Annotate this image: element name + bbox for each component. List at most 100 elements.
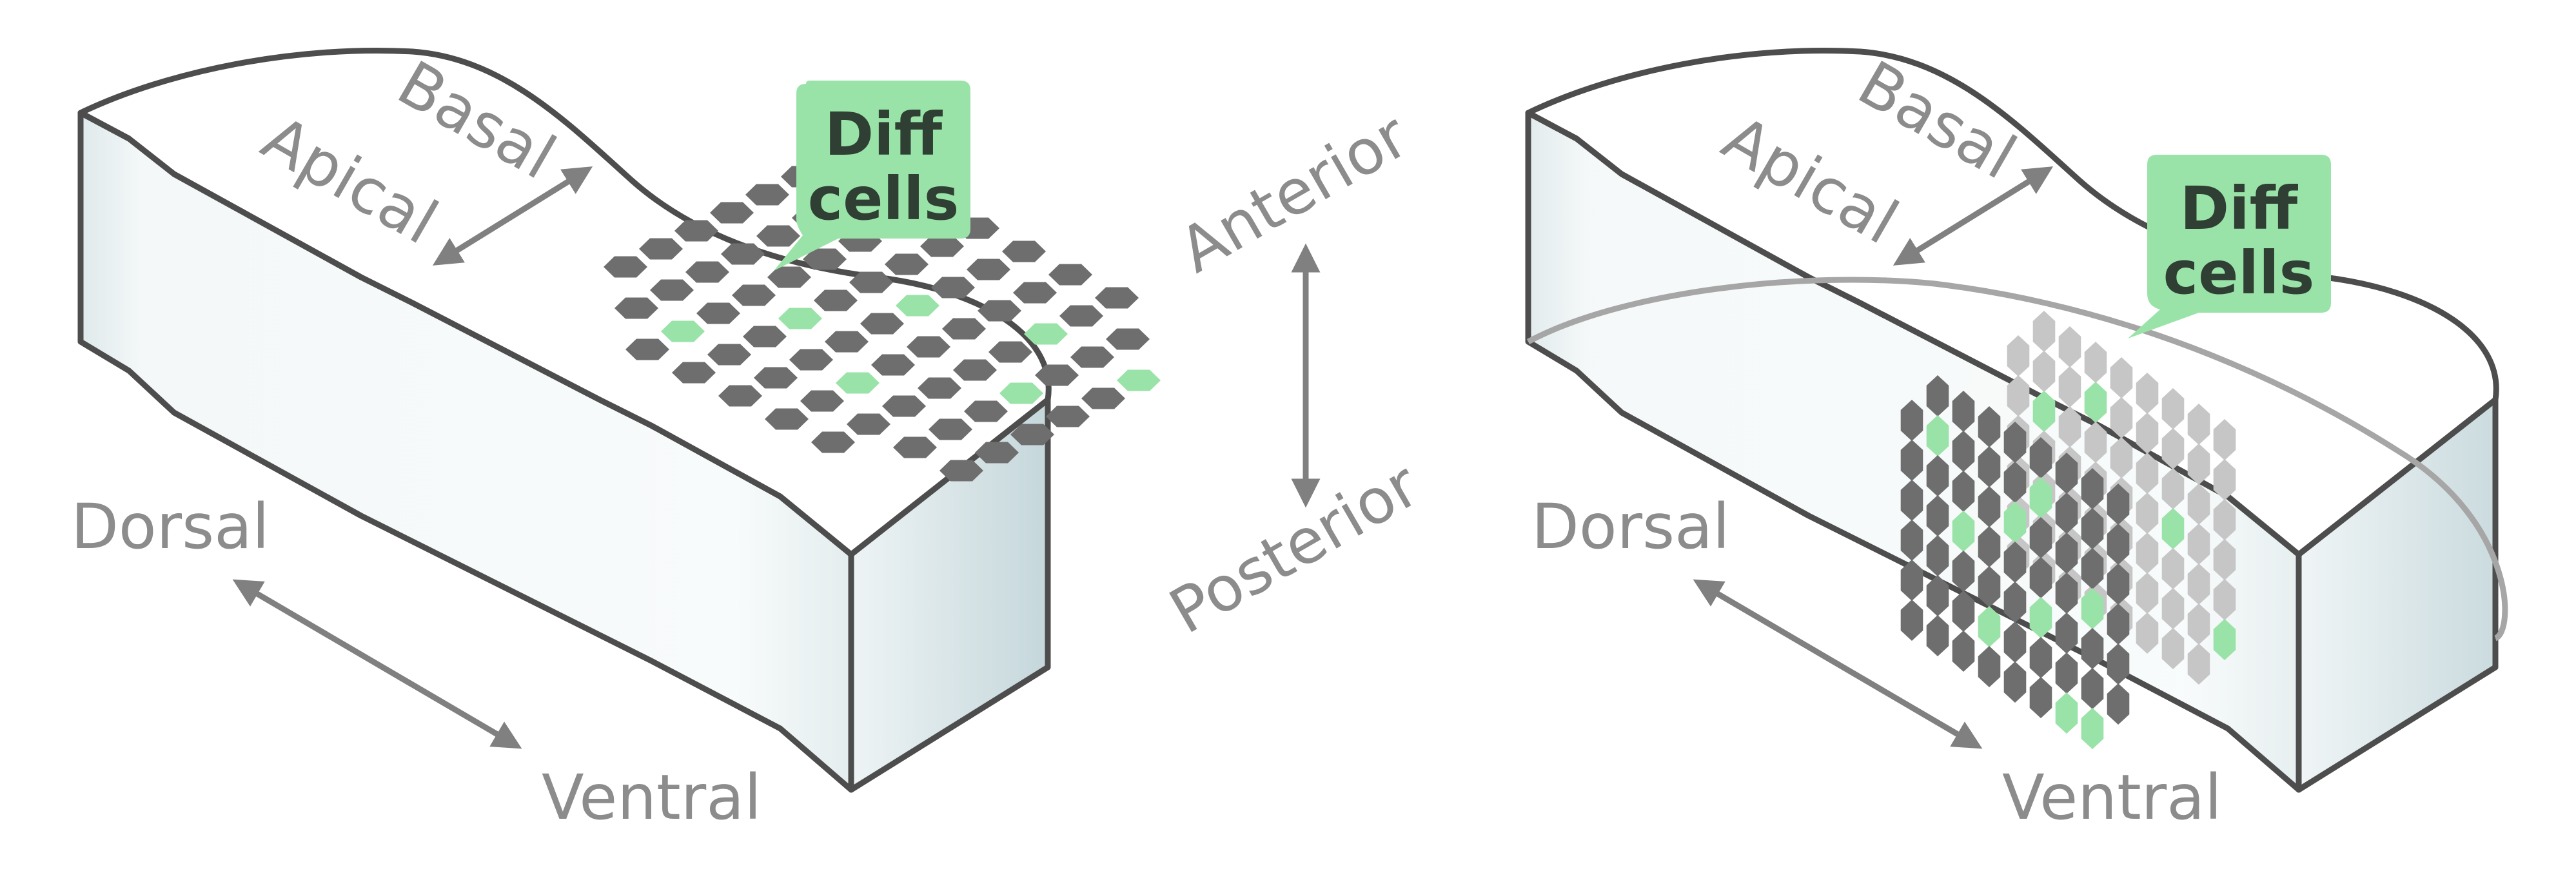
cell	[2107, 683, 2130, 725]
cell	[2084, 382, 2107, 423]
cell	[1952, 391, 1975, 432]
diff-cells-bubble: Diff cells	[2128, 155, 2331, 338]
cell	[1952, 511, 1975, 552]
cell	[2029, 437, 2052, 478]
cell	[639, 238, 683, 260]
cell	[1081, 387, 1125, 409]
cell	[1900, 480, 1923, 521]
apical-basal-arrow	[1893, 166, 2054, 266]
dorsal-ventral-arrow	[1693, 579, 1983, 749]
cell	[931, 277, 975, 298]
cell	[871, 354, 915, 376]
cell	[814, 289, 858, 311]
cell	[975, 442, 1019, 464]
cell	[2161, 468, 2185, 509]
cell	[800, 390, 844, 412]
cell	[2058, 366, 2081, 407]
cell	[953, 359, 997, 381]
cell	[1013, 282, 1057, 304]
cell	[2081, 548, 2104, 589]
cell	[2081, 708, 2104, 749]
cell	[1978, 446, 2001, 487]
cell	[756, 225, 800, 247]
cell	[661, 320, 705, 342]
cell	[2081, 588, 2104, 629]
cell	[732, 284, 776, 306]
cell	[615, 297, 658, 319]
bubble-line-2: cells	[808, 164, 959, 233]
cell	[2187, 444, 2210, 485]
cell	[1978, 646, 2001, 687]
cell	[1010, 424, 1054, 445]
anterior-label: Anterior	[1168, 99, 1421, 287]
cell	[2213, 539, 2236, 580]
cell	[803, 248, 847, 270]
cell	[2058, 406, 2081, 447]
cell	[2213, 619, 2236, 660]
cell	[2081, 468, 2104, 509]
cell	[2003, 422, 2027, 463]
cell	[2029, 517, 2052, 558]
cell	[721, 243, 765, 265]
cell	[1926, 415, 1949, 456]
cell	[939, 460, 983, 482]
cell	[2029, 477, 2052, 518]
anterior-posterior-axis: Anterior Posterior	[1158, 99, 1431, 648]
cell	[964, 400, 1008, 422]
cell	[2055, 692, 2078, 734]
cell	[765, 408, 809, 430]
cell	[896, 295, 939, 317]
cell	[2055, 453, 2078, 494]
cell	[1900, 600, 1923, 641]
cell	[2055, 612, 2078, 654]
cell	[1978, 406, 2001, 447]
cell	[718, 385, 762, 407]
cell	[2107, 603, 2130, 645]
diff-cells-bubble: Diff cells	[774, 81, 970, 271]
posterior-label: Posterior	[1158, 449, 1431, 648]
cell	[2213, 419, 2236, 460]
cell	[2161, 588, 2185, 629]
cell	[1095, 287, 1139, 309]
cell	[2187, 563, 2210, 605]
cell	[2107, 524, 2130, 565]
slab-top-face	[77, 48, 1052, 558]
cell	[710, 202, 754, 224]
cell	[1952, 431, 1975, 472]
cell	[882, 395, 926, 417]
cell	[2003, 462, 2027, 503]
slab-top-face	[1525, 48, 2499, 558]
cell	[999, 382, 1043, 404]
cell	[1070, 346, 1114, 368]
cell	[1900, 520, 1923, 561]
cell	[1900, 400, 1923, 441]
cell	[1978, 526, 2001, 567]
cell	[1926, 375, 1949, 416]
right-panel-transparent-tissue: Basal Apical Dorsal Ventral Diff cells	[1525, 47, 2508, 834]
cell	[1059, 305, 1103, 327]
cell	[2136, 533, 2159, 574]
cell	[893, 436, 937, 458]
cell	[978, 300, 1021, 322]
cell	[2081, 508, 2104, 549]
cell	[2107, 563, 2130, 605]
cell	[2081, 628, 2104, 669]
cell	[2187, 404, 2210, 445]
apical-basal-arrow	[432, 166, 593, 266]
cell	[2084, 422, 2107, 463]
cell	[1926, 495, 1949, 536]
cell	[836, 372, 880, 394]
cell	[2055, 652, 2078, 694]
cell	[1952, 631, 1975, 672]
cell	[920, 235, 964, 257]
cell	[2161, 548, 2185, 589]
cell	[1024, 323, 1068, 345]
cell	[2032, 351, 2056, 392]
cell	[2029, 677, 2052, 718]
dorsal-label: Dorsal	[1531, 491, 1730, 563]
cell	[2161, 388, 2185, 429]
cell	[2029, 637, 2052, 678]
cell	[2003, 582, 2027, 623]
cell	[1106, 328, 1150, 350]
